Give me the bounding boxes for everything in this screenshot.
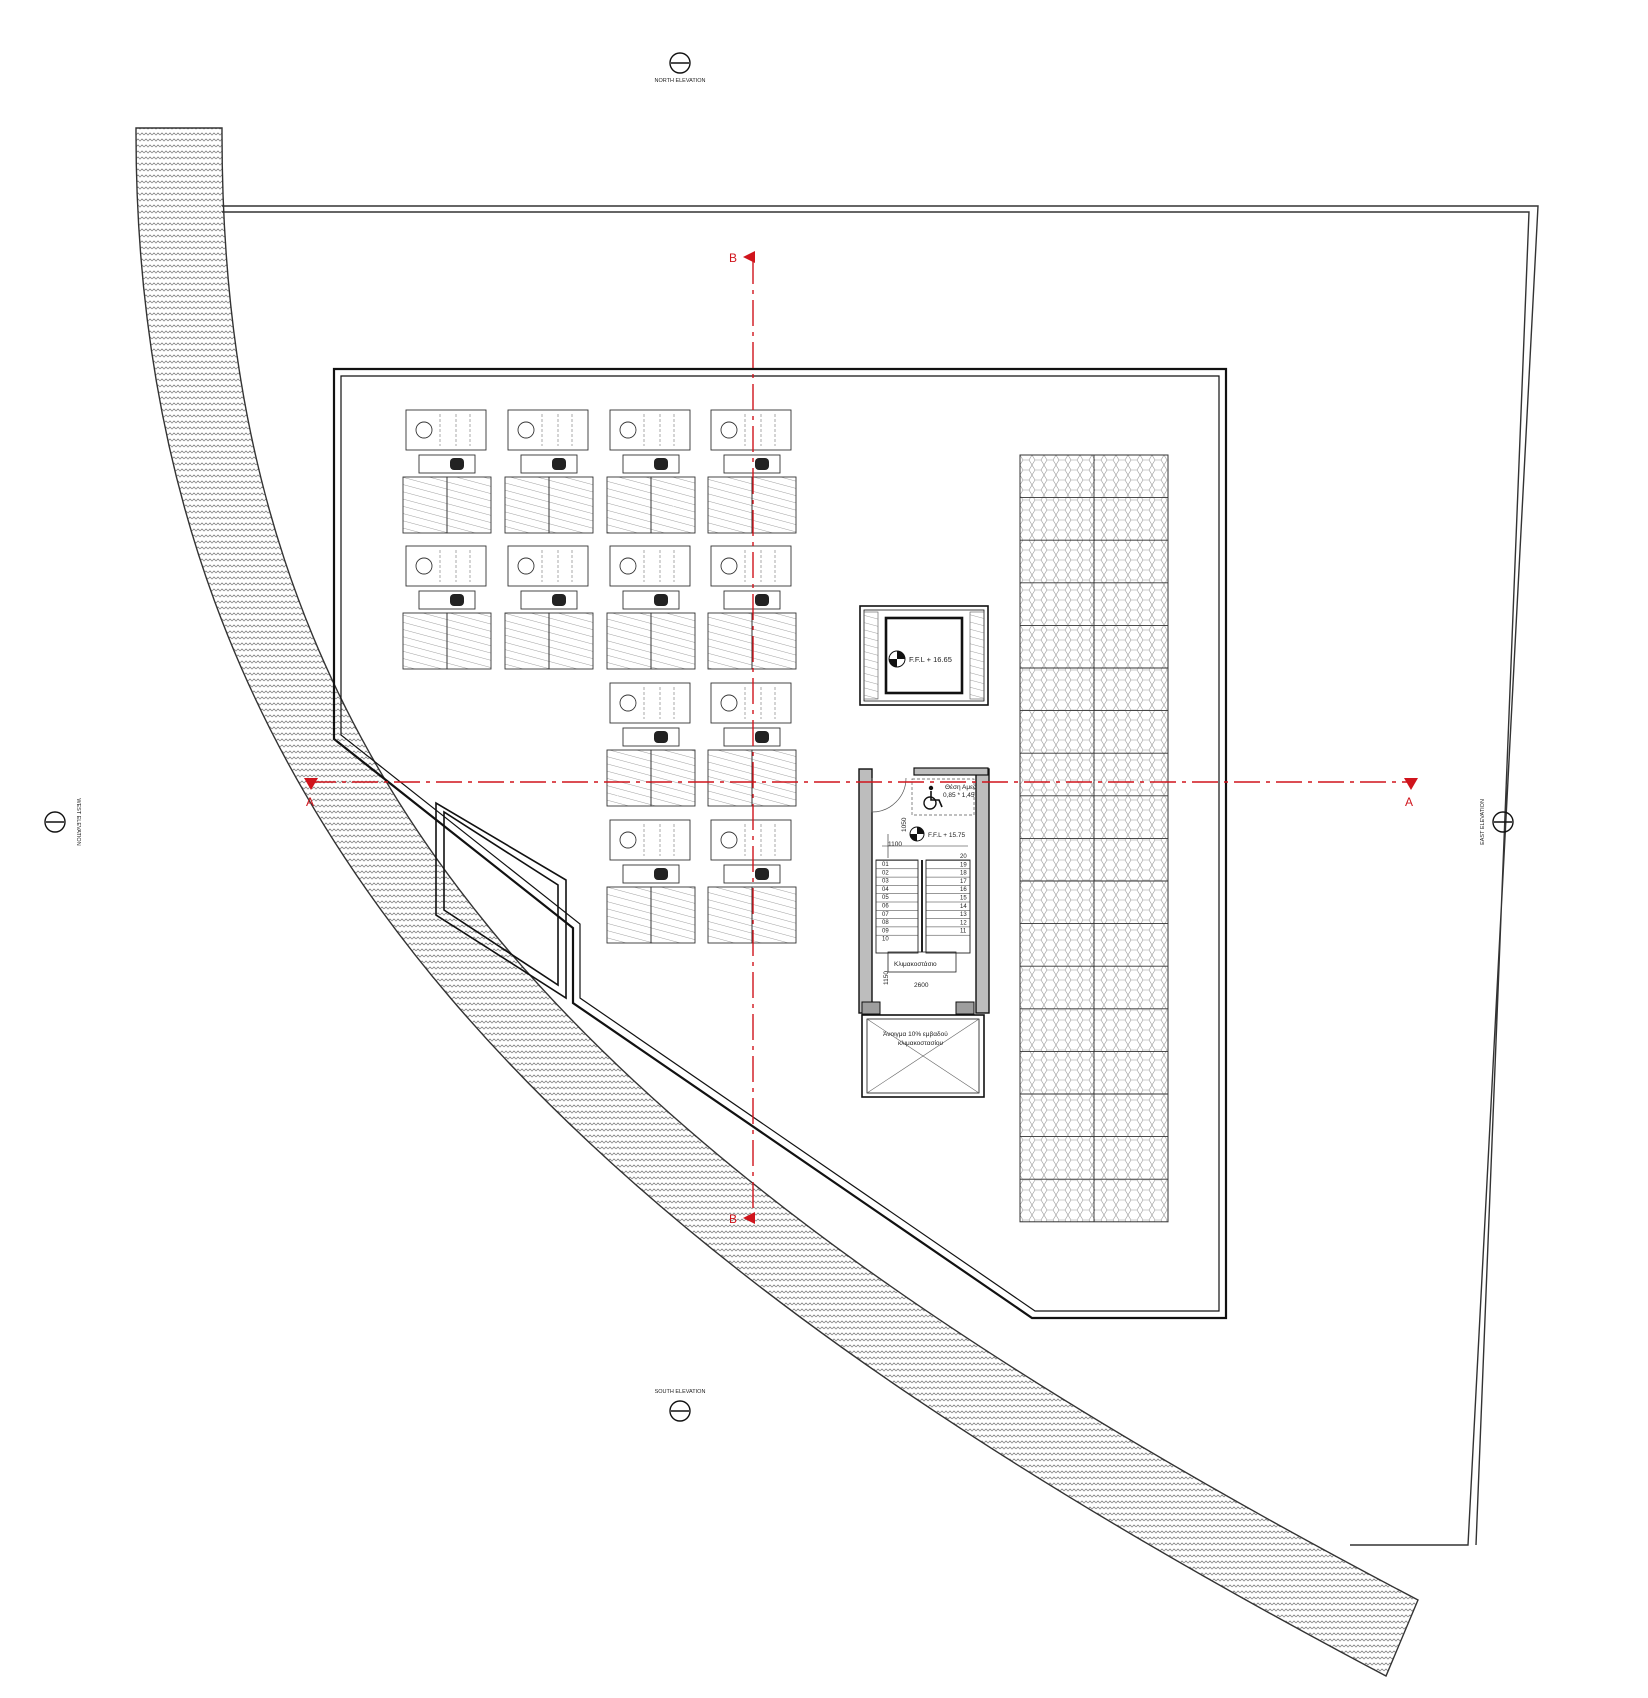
stair-step-number: 16 [960, 887, 967, 893]
opening-label: Άνοιγμα 10% εμβαδού [883, 1030, 948, 1038]
paved-strip [1019, 454, 1169, 1223]
east-elevation-label: EAST ELEVATION [1480, 799, 1486, 845]
solar-heater-unit [606, 409, 696, 534]
section-b-bottom-label: B [729, 1212, 737, 1226]
level-marker-roof [888, 650, 906, 668]
level-marker-stair [909, 826, 925, 842]
stair-step-number: 06 [882, 904, 889, 910]
stair-step-number: 14 [960, 904, 967, 910]
section-line-a [304, 778, 1418, 790]
light-well [435, 801, 567, 1000]
solar-heater-unit [402, 409, 492, 534]
stair-step-number: 03 [882, 879, 889, 885]
south-elevation-label: SOUTH ELEVATION [655, 1389, 706, 1395]
opening-label-2: κλιμακοστασίου [898, 1039, 944, 1047]
stair-depth-dim: 1150 [883, 971, 890, 985]
west-elevation-label: WEST ELEVATION [75, 798, 81, 845]
stair-step-number: 09 [882, 928, 889, 934]
stair-step-number: 08 [882, 920, 889, 926]
stair-step-number: 13 [960, 912, 967, 918]
stair-step-number: 01 [882, 862, 889, 868]
roof-level-label: F.F.L + 16.65 [909, 655, 952, 664]
solar-water-heaters [402, 409, 797, 944]
stair-opening [861, 1014, 985, 1098]
plot-boundary [222, 205, 1539, 1546]
landing-depth-dim: 1050 [901, 817, 908, 832]
stair-step-number: 15 [960, 896, 967, 902]
section-b-top-label: B [729, 251, 737, 265]
stair-core [858, 767, 990, 1015]
stair-step-number: 20 [960, 854, 967, 860]
curved-road [135, 127, 1419, 1677]
solar-heater-unit [504, 409, 594, 534]
stair-step-number: 19 [960, 862, 967, 868]
stair-step-number: 02 [882, 870, 889, 876]
stair-steps: 01 02 03 04 05 06 07 08 09 10 20 19 18 17 16 15 14 13 12 11 [876, 854, 970, 943]
east-elevation-marker [1492, 811, 1514, 833]
stair-step-number: 11 [960, 929, 967, 935]
wheelchair-size: 0,85 * 1,45 [943, 792, 975, 799]
stair-step-number: 12 [960, 920, 967, 926]
west-elevation-marker [44, 811, 66, 833]
building-outline [332, 367, 1228, 1320]
north-elevation-label: NORTH ELEVATION [654, 78, 705, 84]
stair-width-dim: 2600 [914, 982, 929, 989]
solar-heater-unit [606, 545, 696, 670]
stair-level-label: F.F.L + 15.75 [928, 832, 966, 839]
section-line-b [743, 251, 755, 1224]
solar-heater-unit [606, 819, 696, 944]
wheelchair-icon [923, 785, 943, 810]
solar-heater-unit [707, 819, 797, 944]
solar-heater-unit [707, 545, 797, 670]
stair-step-number: 18 [960, 871, 967, 877]
solar-heater-unit [402, 545, 492, 670]
stair-step-number: 07 [882, 912, 889, 918]
roof-hatch [859, 605, 989, 706]
section-a-right-label: A [1405, 795, 1413, 809]
solar-heater-unit [707, 409, 797, 534]
stair-step-number: 04 [882, 887, 889, 893]
stair-label: Κλιμακοστάσιο [894, 960, 937, 968]
solar-heater-unit [504, 545, 594, 670]
stair-step-number: 17 [960, 879, 967, 885]
stair-step-number: 05 [882, 895, 889, 901]
solar-heater-unit [606, 682, 696, 807]
stair-step-number: 10 [882, 937, 889, 943]
landing-width-dim: 1100 [888, 841, 902, 848]
solar-heater-unit [707, 682, 797, 807]
section-a-left-label: A [306, 795, 314, 809]
north-elevation-marker [669, 52, 691, 74]
south-elevation-marker [669, 1400, 691, 1422]
wheelchair-label: Θέση Αμεα [945, 783, 977, 791]
